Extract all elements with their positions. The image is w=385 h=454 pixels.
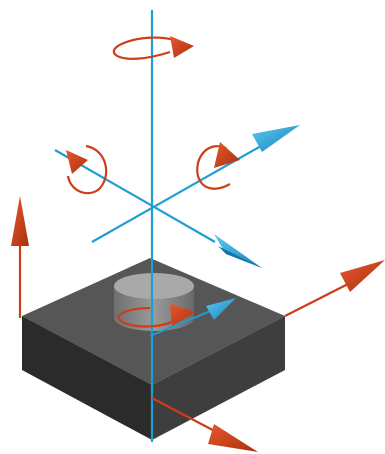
rotation-arrow-top-path (114, 38, 174, 59)
sensor-disk-top (114, 273, 194, 299)
red-arrow-right-icon (340, 260, 385, 292)
red-arrow-down-right-icon (208, 424, 258, 452)
rotation-arrowhead-left-icon (66, 150, 88, 174)
blue-arrowheads (214, 125, 300, 268)
blue-arrow-lower-right-icon (214, 234, 262, 268)
blue-arrow-lower-right-icon-shade (218, 246, 262, 268)
diagonal-axis-line-b (92, 142, 268, 242)
red-arrow-right-shaft (285, 284, 348, 316)
rotation-arrowhead-top-icon (170, 36, 194, 58)
red-arrow-up-icon (11, 196, 29, 246)
